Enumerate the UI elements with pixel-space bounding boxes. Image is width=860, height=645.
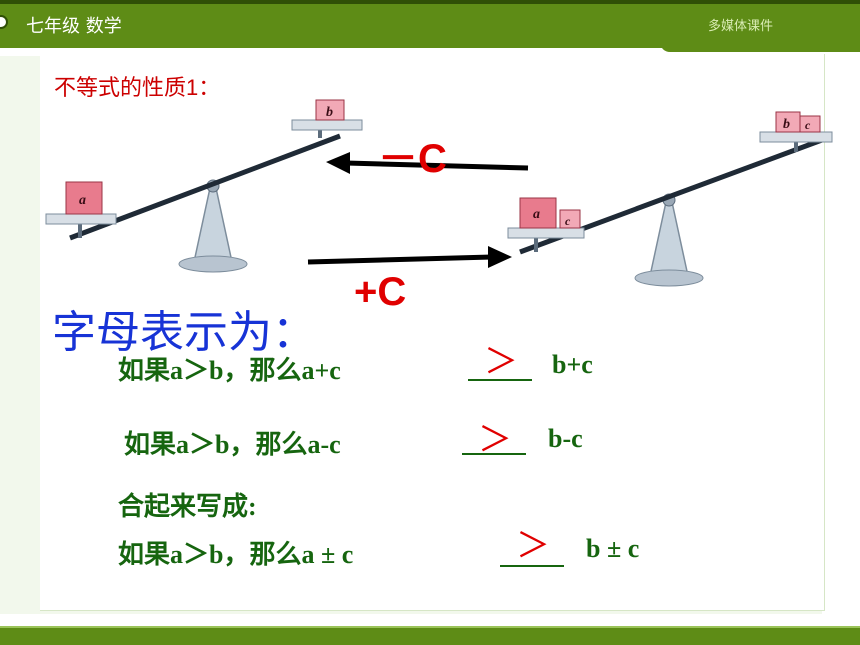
letter-representation-title: 字母表示为： — [52, 308, 316, 357]
rule-combined-text: 如果a＞b，那么a ± c — [118, 540, 354, 569]
property-heading: 不等式的性质1： — [54, 75, 221, 100]
minus-c-arrow — [326, 152, 529, 174]
rule-combined-tail: b ± c — [586, 534, 640, 563]
bullet-icon — [0, 15, 8, 29]
right-high-pan-label-1: b — [783, 117, 790, 132]
rule-add-answer: ＞ — [484, 343, 518, 381]
rule-combined-blank — [500, 564, 564, 567]
plus-c-arrow — [307, 246, 512, 268]
right-low-pan-label-2: c — [565, 214, 571, 228]
bottom-bar — [0, 628, 860, 645]
bottom-bar-highlight — [0, 626, 860, 629]
left-low-pan-label: a — [79, 193, 86, 208]
rule-add-text: 如果a＞b，那么a+c — [118, 356, 341, 385]
course-title: 七年级 数学 — [26, 16, 122, 37]
top-bar-highlight — [0, 0, 860, 4]
rule-add-tail: b+c — [552, 350, 593, 379]
content-panel — [40, 54, 825, 611]
right-high-pan-label-2: c — [805, 118, 811, 132]
right-balance — [507, 111, 833, 287]
left-balance — [45, 99, 363, 273]
rule-subtract-tail: b-c — [548, 424, 583, 453]
rule-subtract-answer: ＞ — [478, 421, 512, 459]
minus-c-label: －C — [378, 137, 447, 181]
rule-add-blank — [468, 378, 532, 381]
plus-c-label: +C — [354, 270, 407, 314]
rule-subtract-text: 如果a＞b，那么a-c — [124, 430, 341, 459]
rule-combined-answer: ＞ — [516, 527, 550, 565]
rule-subtract-blank — [462, 452, 526, 455]
left-high-pan-label: b — [326, 105, 333, 120]
combined-label: 合起来写成: — [118, 492, 257, 521]
header-tab — [660, 40, 860, 52]
courseware-label: 多媒体课件 — [708, 19, 774, 34]
right-low-pan-label-1: a — [533, 207, 540, 222]
